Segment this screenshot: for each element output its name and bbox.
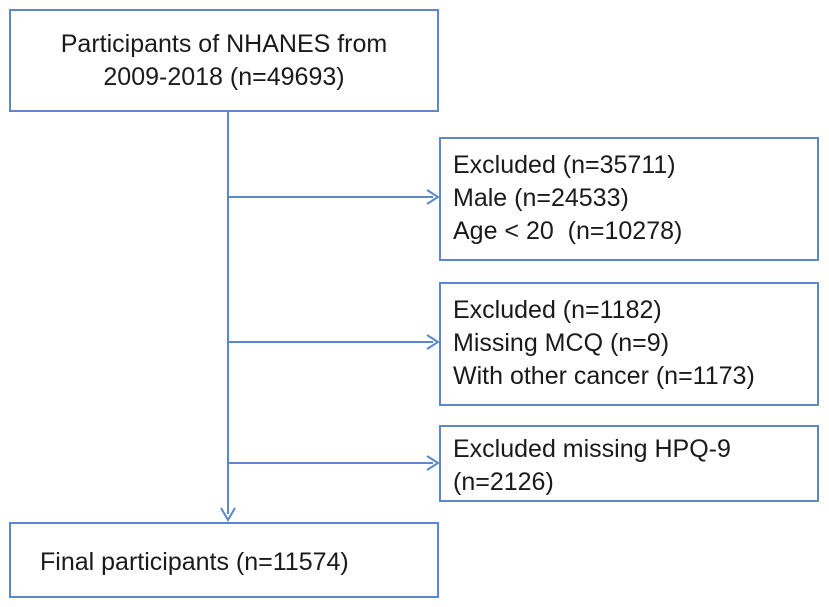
final-participants-box: Final participants (n=11574) <box>9 522 439 598</box>
branch-arrowhead-1 <box>426 189 440 205</box>
exclusion-1-line-3: Age < 20 (n=10278) <box>453 217 683 245</box>
exclusion-2-line-3: With other cancer (n=1173) <box>453 362 755 390</box>
branch-arrowhead-2 <box>426 334 440 350</box>
final-line-1: Final participants (n=11574) <box>40 548 349 576</box>
exclusion-3-line-1: Excluded missing HPQ-9 <box>453 435 731 463</box>
exclusion-3-line-2: (n=2126) <box>453 468 554 496</box>
start-line-2: 2009-2018 (n=49693) <box>103 63 345 91</box>
exclusion-box-3: Excluded missing HPQ-9 (n=2126) <box>439 425 819 502</box>
main-arrowhead <box>220 507 236 522</box>
exclusion-2-line-2: Missing MCQ (n=9) <box>453 329 670 357</box>
start-participants-box: Participants of NHANES from 2009-2018 (n… <box>9 9 439 112</box>
exclusion-box-1: Excluded (n=35711) Male (n=24533) Age < … <box>439 137 819 261</box>
start-line-1: Participants of NHANES from <box>60 30 388 58</box>
exclusion-1-line-2: Male (n=24533) <box>453 184 629 212</box>
exclusion-1-line-1: Excluded (n=35711) <box>453 151 676 179</box>
exclusion-2-line-1: Excluded (n=1182) <box>453 296 662 324</box>
branch-arrowhead-3 <box>426 455 440 471</box>
exclusion-box-2: Excluded (n=1182) Missing MCQ (n=9) With… <box>439 282 819 406</box>
